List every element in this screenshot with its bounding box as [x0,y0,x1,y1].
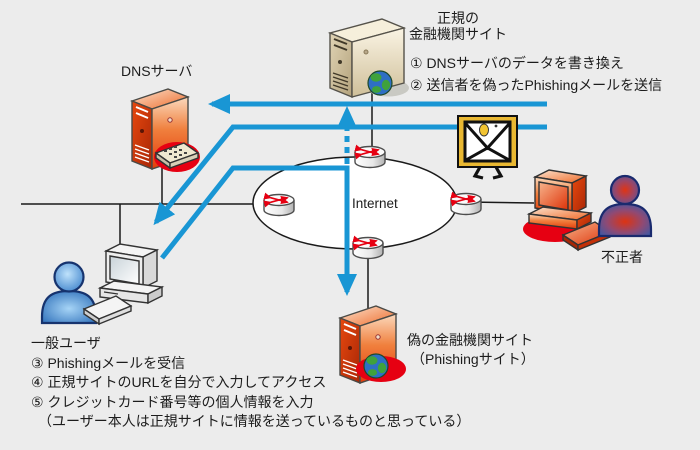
attack-arrows [153,94,547,297]
user-person-icon [40,261,98,325]
legit-site-label-line2: 金融機関サイト [409,26,507,42]
dns-server-icon [129,88,200,172]
legit-site-label-line1: 正規の [437,10,479,26]
user-step-3: ③ Phishingメールを受信 [31,355,186,371]
router-left-icon [264,195,294,216]
attacker-step-1: ① DNSサーバのデータを書き換え [410,55,624,71]
user-steps: ③ Phishingメールを受信 ④ 正規サイトのURLを自分で入力してアクセス ⑤… [31,354,470,431]
fake-site-label-line2: （Phishingサイト） [411,351,535,367]
fake-server-icon [337,305,406,385]
fake-site-label-line1: 偽の金融機関サイト [407,332,533,348]
router-bottom-icon [353,238,383,259]
user-step-4: ④ 正規サイトのURLを自分で入力してアクセス [31,374,327,391]
general-user-label: 一般ユーザ [31,335,101,351]
globe-icon [367,70,393,96]
legit-site-label: 正規の金融機関サイト [405,10,511,42]
envelope-icon [457,115,518,180]
arrow-phishing-mail-to-user [153,124,547,226]
attacker-step-2: ② 送信者を偽ったPhishingメールを送信 [410,77,663,93]
fake-site-label: 偽の金融機関サイト （Phishingサイト） [407,331,535,369]
user-computer-icon [82,243,165,326]
arrow-user-to-fake-site [160,165,357,297]
legit-server-icon [327,18,409,99]
attacker-person-icon [597,174,653,238]
router-right-icon [451,194,481,215]
user-step-5: ⑤ クレジットカード番号等の個人情報を入力 [31,393,314,410]
user-steps-note: （ユーザー本人は正規サイトに情報を送っているものと思っている） [38,412,471,429]
dns-server-label: DNSサーバ [121,63,193,79]
attacker-computer-icon [523,169,612,252]
attacker-steps: ① DNSサーバのデータを書き換え ② 送信者を偽ったPhishingメールを送信 [410,52,662,96]
internet-label: Internet [352,196,398,211]
attacker-label: 不正者 [601,249,643,265]
router-top-icon [355,147,385,168]
keypad-icon [154,142,200,170]
